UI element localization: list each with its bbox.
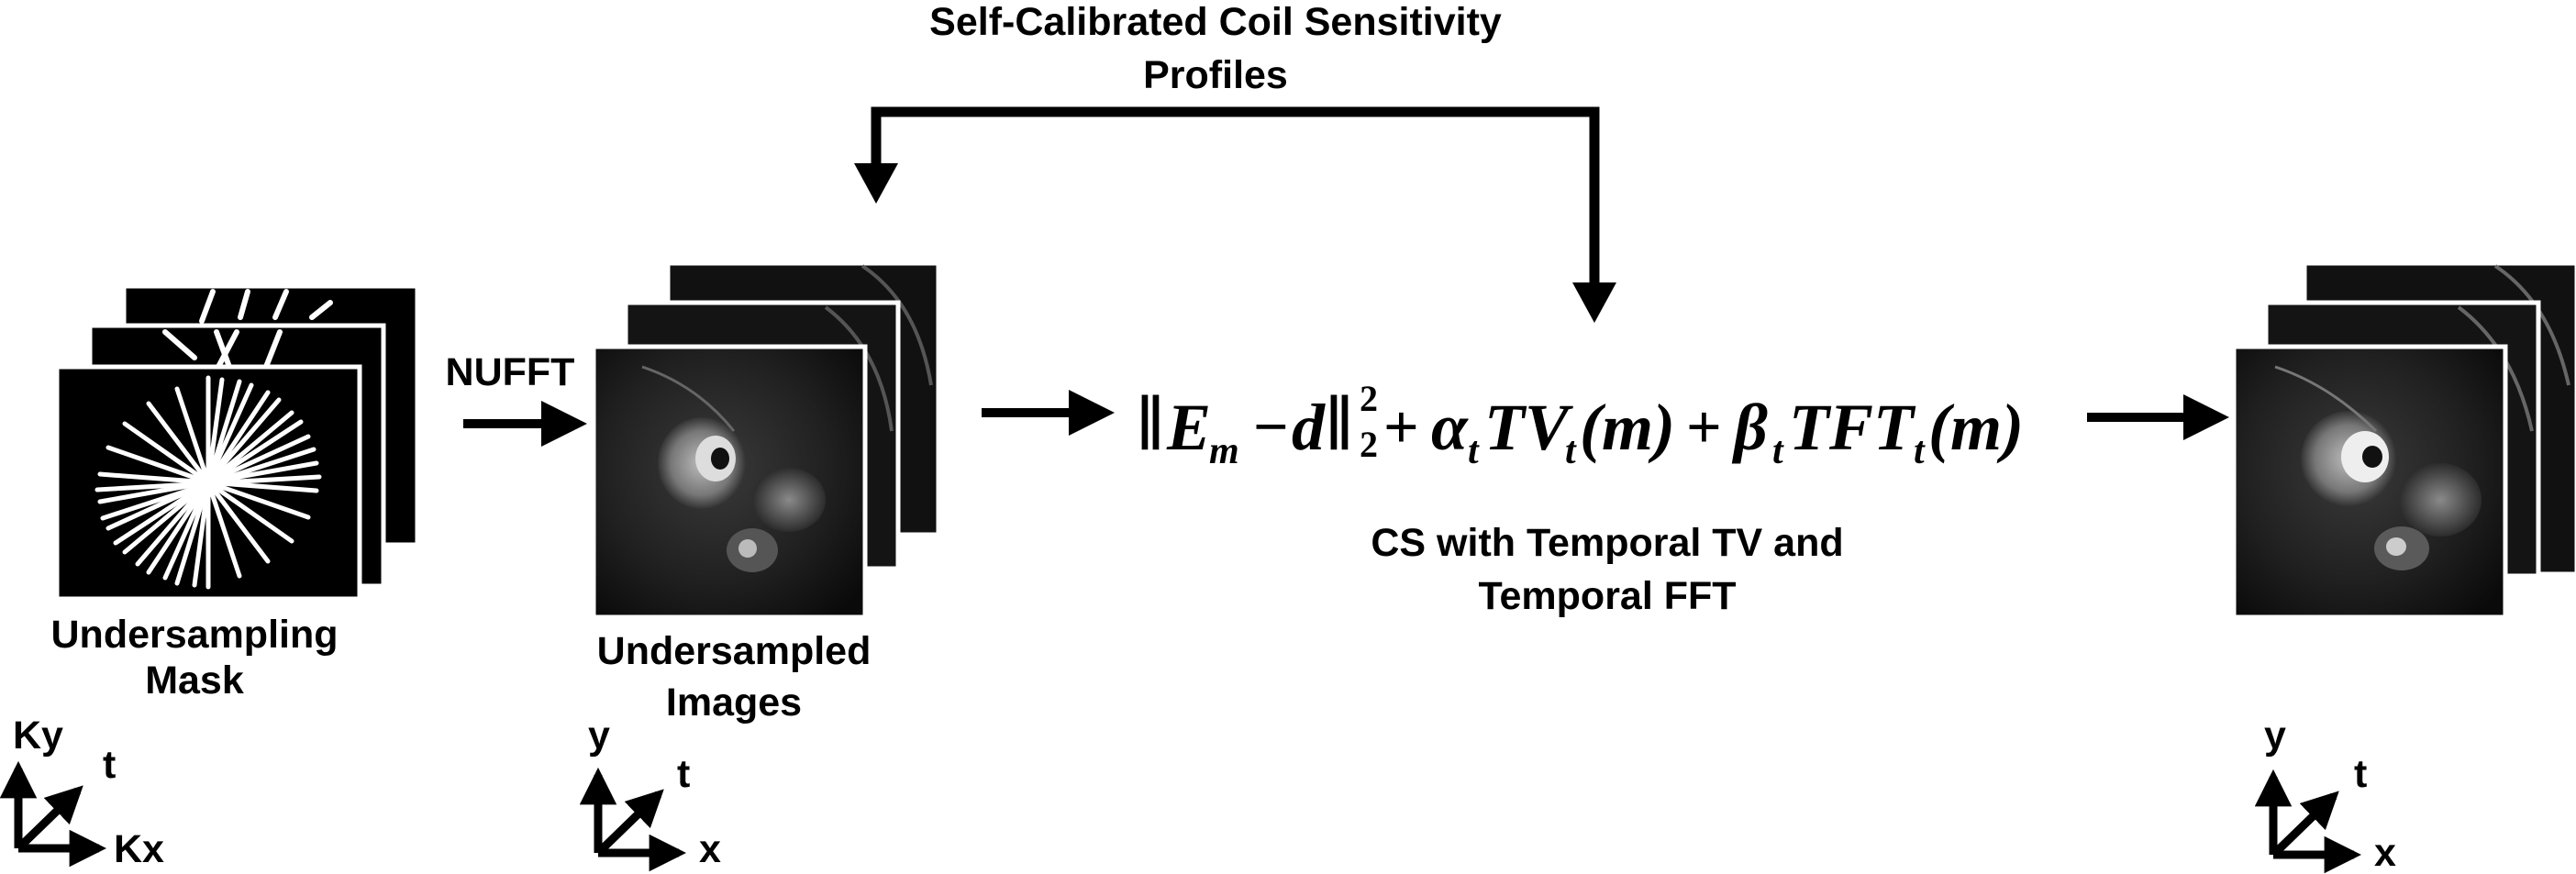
eq-E-sub: m [1209,430,1239,472]
axes-undersampled: y t x [579,714,721,872]
eq-TFT-sub: t [1914,430,1926,472]
mask-label-line1: Undersampling [51,613,339,657]
axis-y-label-reconstructed: y [2264,714,2286,758]
eq-norm-sup: 2 [1360,378,1378,419]
eq-m-2: (m) [1928,391,2024,464]
eq-norm-open: ‖ [1138,379,1163,467]
eq-plus-2: + [1686,392,1722,461]
eq-E: E [1166,391,1211,464]
undersampled-label-line2: Images [666,680,802,725]
eq-norm-close: ‖ [1327,379,1352,467]
cs-label-line2: Temporal FFT [1478,574,1736,618]
axis-t-label-kspace: t [103,743,116,787]
undersampled-images-stack [591,260,941,620]
reconstructed-images-stack [2231,260,2576,620]
eq-TV: TV [1484,391,1573,464]
eq-TV-sub: t [1565,430,1577,472]
mask-frame-front [54,364,362,602]
axis-ky-label: Ky [13,714,63,758]
feedback-title-line1: Self-Calibrated Coil Sensitivity [929,0,1502,44]
axes-kspace: Ky t Kx [0,714,164,871]
axis-x-label-reconstructed: x [2374,831,2396,874]
axis-t-label-undersampled: t [677,752,690,796]
eq-m-1: (m) [1580,391,1675,464]
axes-reconstructed: y t x [2254,714,2396,874]
cs-label-line1: CS with Temporal TV and [1371,521,1843,565]
eq-plus-1: + [1383,392,1419,461]
eq-beta-sub: t [1772,430,1784,472]
undersampled-label-line1: Undersampled [597,629,872,673]
eq-d: d [1292,391,1326,464]
nufft-label: NUFFT [446,350,575,394]
eq-beta: β [1731,391,1768,464]
feedback-arrow [854,106,1616,323]
cost-function-equation: ‖ E m − d ‖ 2 2 + α t TV t (m) + β t TFT… [1138,378,2024,472]
undersampling-mask-stack [54,283,420,602]
undersampled-frame-front [591,344,868,620]
eq-alpha-sub: t [1468,430,1480,472]
mask-label-line2: Mask [145,658,244,703]
axis-y-label-undersampled: y [588,714,610,758]
eq-norm-sub: 2 [1360,424,1378,465]
axis-x-label-undersampled: x [699,827,721,871]
eq-minus: − [1253,392,1289,461]
eq-alpha: α [1431,391,1469,464]
feedback-title-line2: Profiles [1143,53,1288,97]
reconstructed-frame-front [2231,344,2508,620]
eq-TFT: TFT [1789,391,1916,464]
axis-t-label-reconstructed: t [2354,752,2367,796]
axis-kx-label: Kx [114,827,164,871]
